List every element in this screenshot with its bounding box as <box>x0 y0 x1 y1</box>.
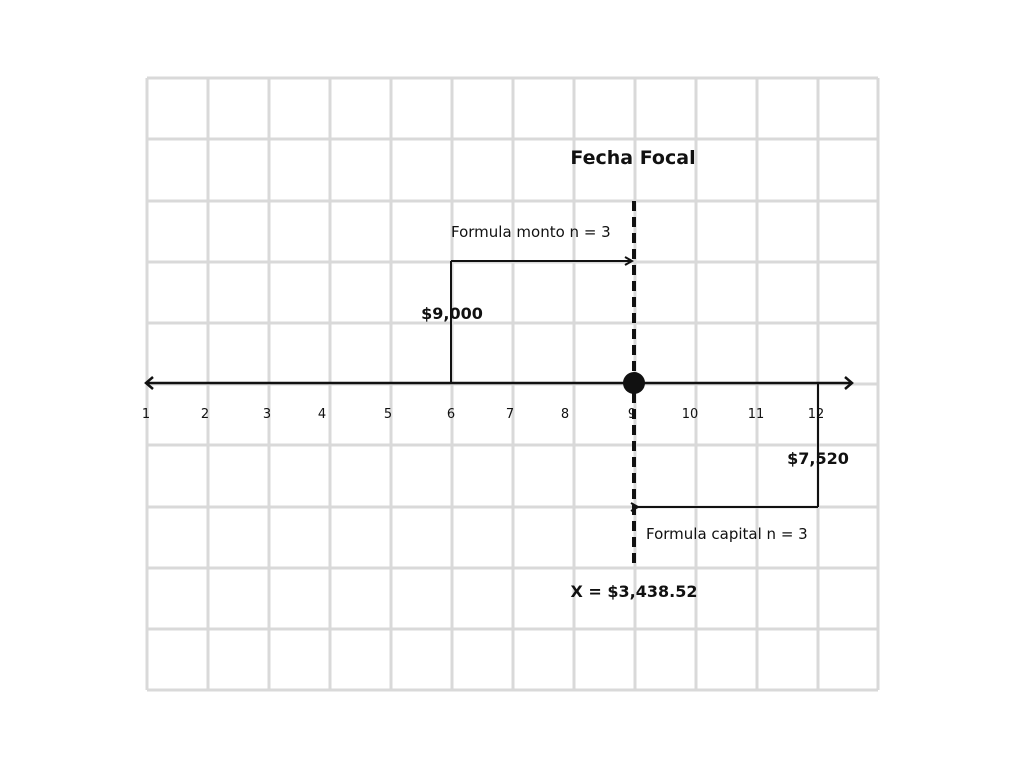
tick-label-11: 11 <box>748 407 765 422</box>
tick-label-4: 4 <box>318 407 326 422</box>
tick-label-12: 12 <box>808 407 825 422</box>
focal-date-point <box>623 372 645 394</box>
tick-label-6: 6 <box>447 407 455 422</box>
axis-left-arrowhead <box>144 376 154 390</box>
tick-label-8: 8 <box>561 407 569 422</box>
background-grid <box>145 76 880 692</box>
result-label: X = $3,438.52 <box>571 582 698 601</box>
payment-9000-label: $9,000 <box>421 304 483 323</box>
formula-monto-label: Formula monto n = 3 <box>451 223 611 241</box>
tick-label-3: 3 <box>263 407 271 422</box>
tick-label-5: 5 <box>384 407 392 422</box>
payment-9000: $9,000 Formula monto n = 3 <box>421 223 632 383</box>
tick-label-7: 7 <box>506 407 514 422</box>
payment-7520: $7,520 Formula capital n = 3 <box>638 383 849 543</box>
focal-date-title: Fecha Focal <box>570 147 695 169</box>
formula-capital-label: Formula capital n = 3 <box>646 525 808 543</box>
tick-label-1: 1 <box>142 407 150 422</box>
payment-7520-label: $7,520 <box>787 449 849 468</box>
tick-labels: 123456789101112 <box>142 407 824 422</box>
tick-label-2: 2 <box>201 407 209 422</box>
tick-label-10: 10 <box>682 407 699 422</box>
time-axis <box>144 376 854 390</box>
axis-right-arrowhead <box>844 376 854 390</box>
